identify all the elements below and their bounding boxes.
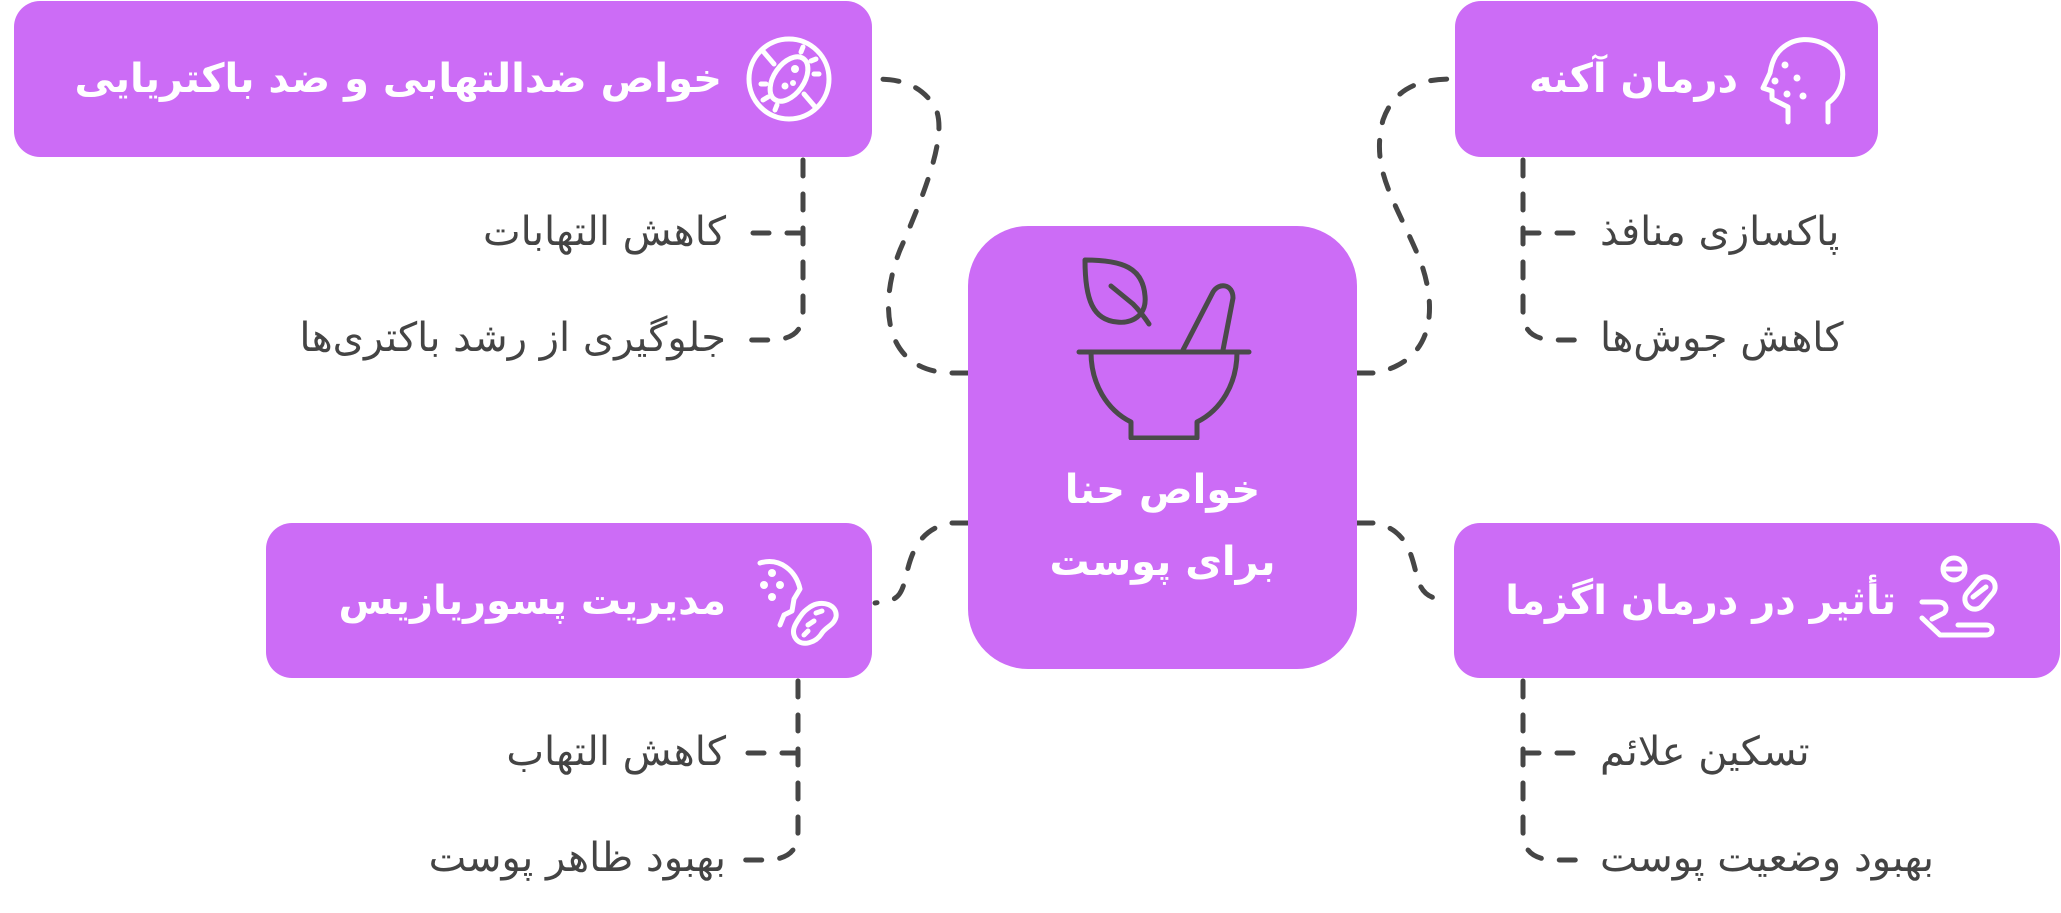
no-bacteria-icon (746, 36, 832, 122)
branch-title: تأثیر در درمان اگزما (1505, 577, 1896, 624)
connector-center-to-acne (1354, 76, 1455, 376)
connector-eczema-leaves (1520, 678, 1581, 863)
branch-title: درمان آکنه (1529, 56, 1738, 102)
connector-center-to-psoriasis (872, 520, 971, 606)
leaf-relieve-symptoms[interactable]: تسکین علائم (1600, 729, 1810, 775)
leaf-improve-skin-condition[interactable]: بهبود وضعیت پوست (1600, 835, 1935, 881)
leaf-prevent-bacteria-growth[interactable]: جلوگیری از رشد باکتری‌ها (299, 315, 726, 361)
branch-eczema[interactable]: تأثیر در درمان اگزما (1454, 523, 2060, 678)
leaf-improve-skin-appearance[interactable]: بهبود ظاهر پوست (428, 835, 726, 881)
leaf-reduce-pimples[interactable]: کاهش جوش‌ها (1600, 315, 1844, 361)
leaf-reduce-inflammations[interactable]: کاهش التهابات (482, 209, 726, 255)
head-acne-icon (1760, 37, 1846, 125)
leaf-clean-pores[interactable]: پاکسازی منافذ (1600, 209, 1840, 255)
mortar-pestle-leaf-icon (1076, 257, 1251, 440)
center-title: خواص حنا برای پوست (1050, 454, 1276, 598)
branch-acne[interactable]: درمان آکنه (1455, 1, 1878, 157)
leaf-reduce-inflammation[interactable]: کاهش التهاب (506, 729, 726, 775)
center-title-line-1: خواص حنا (1064, 467, 1261, 513)
center-title-line-2: برای پوست (1049, 539, 1276, 585)
branch-title: مدیریت پسوریازیس (338, 577, 726, 624)
connector-acne-leaves (1520, 157, 1581, 343)
center-topic[interactable]: خواص حنا برای پوست (968, 226, 1357, 669)
connector-center-to-eczema (1354, 520, 1448, 603)
branch-title: خواص ضدالتهابی و ضد باکتریایی (74, 56, 722, 102)
connector-center-to-anti-inflammatory (872, 76, 971, 376)
connector-psoriasis-leaves (742, 678, 801, 863)
hand-pills-icon (1919, 555, 1998, 637)
psoriasis-skin-icon (757, 558, 839, 646)
branch-psoriasis[interactable]: مدیریت پسوریازیس (266, 523, 872, 678)
connector-anti-inflammatory-leaves (745, 157, 806, 343)
branch-anti-inflammatory[interactable]: خواص ضدالتهابی و ضد باکتریایی (14, 1, 872, 157)
